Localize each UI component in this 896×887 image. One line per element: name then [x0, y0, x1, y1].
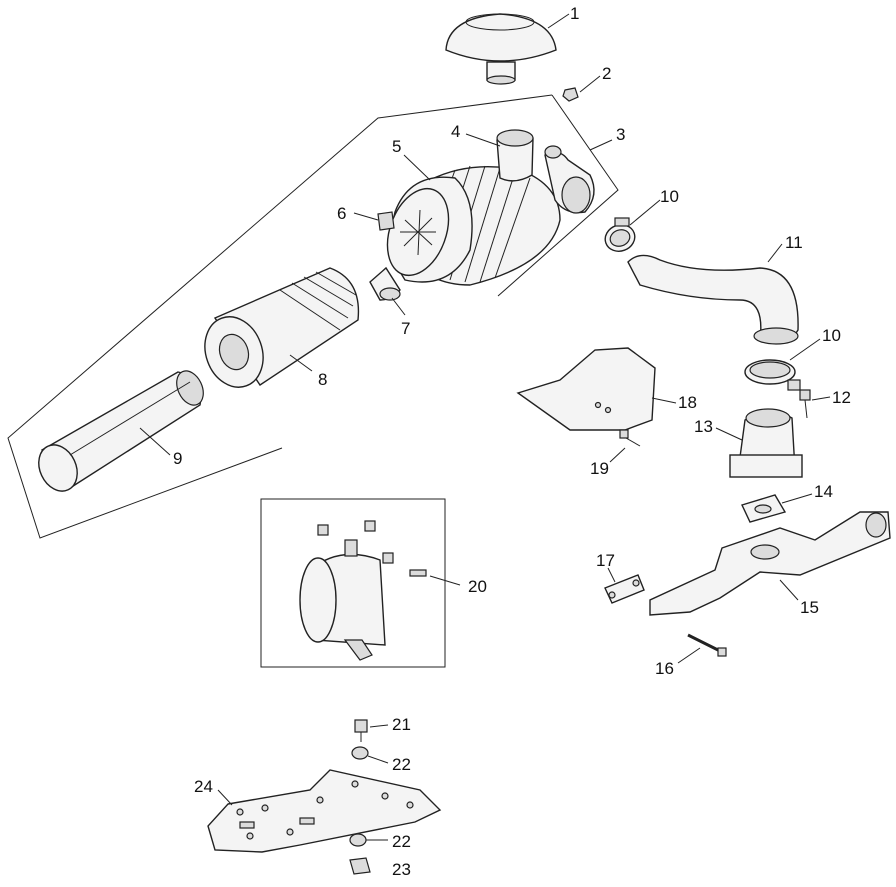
- callout-8: 8: [318, 370, 327, 389]
- callout-6: 6: [337, 204, 346, 223]
- callout-22-lower: 22: [392, 832, 411, 851]
- callout-23: 23: [392, 860, 411, 879]
- part-1-cap: [445, 13, 557, 85]
- part-18-bracket: [516, 347, 656, 431]
- part-10-clamp-lower: [744, 359, 801, 391]
- callout-5: 5: [392, 137, 401, 156]
- part-8-primary-filter: [204, 267, 360, 388]
- leader-lines: [139, 13, 831, 841]
- part-21-bolt: [354, 719, 368, 742]
- callout-17: 17: [596, 551, 615, 570]
- callout-9: 9: [173, 449, 182, 468]
- callout-2: 2: [602, 64, 611, 83]
- callout-20: 20: [468, 577, 487, 596]
- callout-7: 7: [401, 319, 410, 338]
- callout-10-lower: 10: [822, 326, 841, 345]
- callout-12: 12: [832, 388, 851, 407]
- part-7-valve: [369, 266, 401, 301]
- callout-labels: 1 2 3 4 5 6 7 8 9 10 10 11 12 13 14 15 1…: [173, 4, 851, 879]
- callout-18: 18: [678, 393, 697, 412]
- callout-10-upper: 10: [660, 187, 679, 206]
- callout-11: 11: [785, 233, 803, 252]
- part-20-strap-clamp: [299, 520, 427, 661]
- part-9-secondary-filter: [38, 370, 204, 492]
- part-15-pipe-bracket: [649, 511, 891, 616]
- part-23-nut: [349, 857, 371, 875]
- part-19-screw: [619, 429, 641, 447]
- callout-3: 3: [616, 125, 625, 144]
- callout-14: 14: [814, 482, 833, 501]
- part-16-long-bolt: [687, 633, 727, 657]
- part-22-washer-lower: [349, 833, 367, 847]
- callout-13: 13: [694, 417, 713, 436]
- part-6-clip: [377, 211, 395, 231]
- part-13-adapter: [729, 408, 803, 478]
- part-14-gasket: [741, 494, 787, 523]
- callout-19: 19: [590, 459, 609, 478]
- part-4-inlet-tube: [496, 129, 534, 182]
- callout-15: 15: [800, 598, 819, 617]
- callout-1: 1: [570, 4, 579, 23]
- bracket-assembly-frame: [260, 498, 446, 668]
- part-24-base-plate: [207, 769, 442, 853]
- callout-16: 16: [655, 659, 674, 678]
- callout-21: 21: [392, 715, 411, 734]
- part-22-washer-upper: [351, 746, 369, 760]
- part-11-hose: [627, 254, 799, 345]
- part-12-bolt: [799, 389, 811, 419]
- part-17-plate: [604, 574, 645, 604]
- callout-4: 4: [451, 122, 460, 141]
- part-10-clamp-upper: [604, 217, 636, 252]
- callout-24: 24: [194, 777, 213, 796]
- part-5-cover: [386, 176, 473, 283]
- part-2-nut: [562, 87, 579, 102]
- air-cleaner-assembly-frame: [7, 94, 619, 539]
- callout-22-upper: 22: [392, 755, 411, 774]
